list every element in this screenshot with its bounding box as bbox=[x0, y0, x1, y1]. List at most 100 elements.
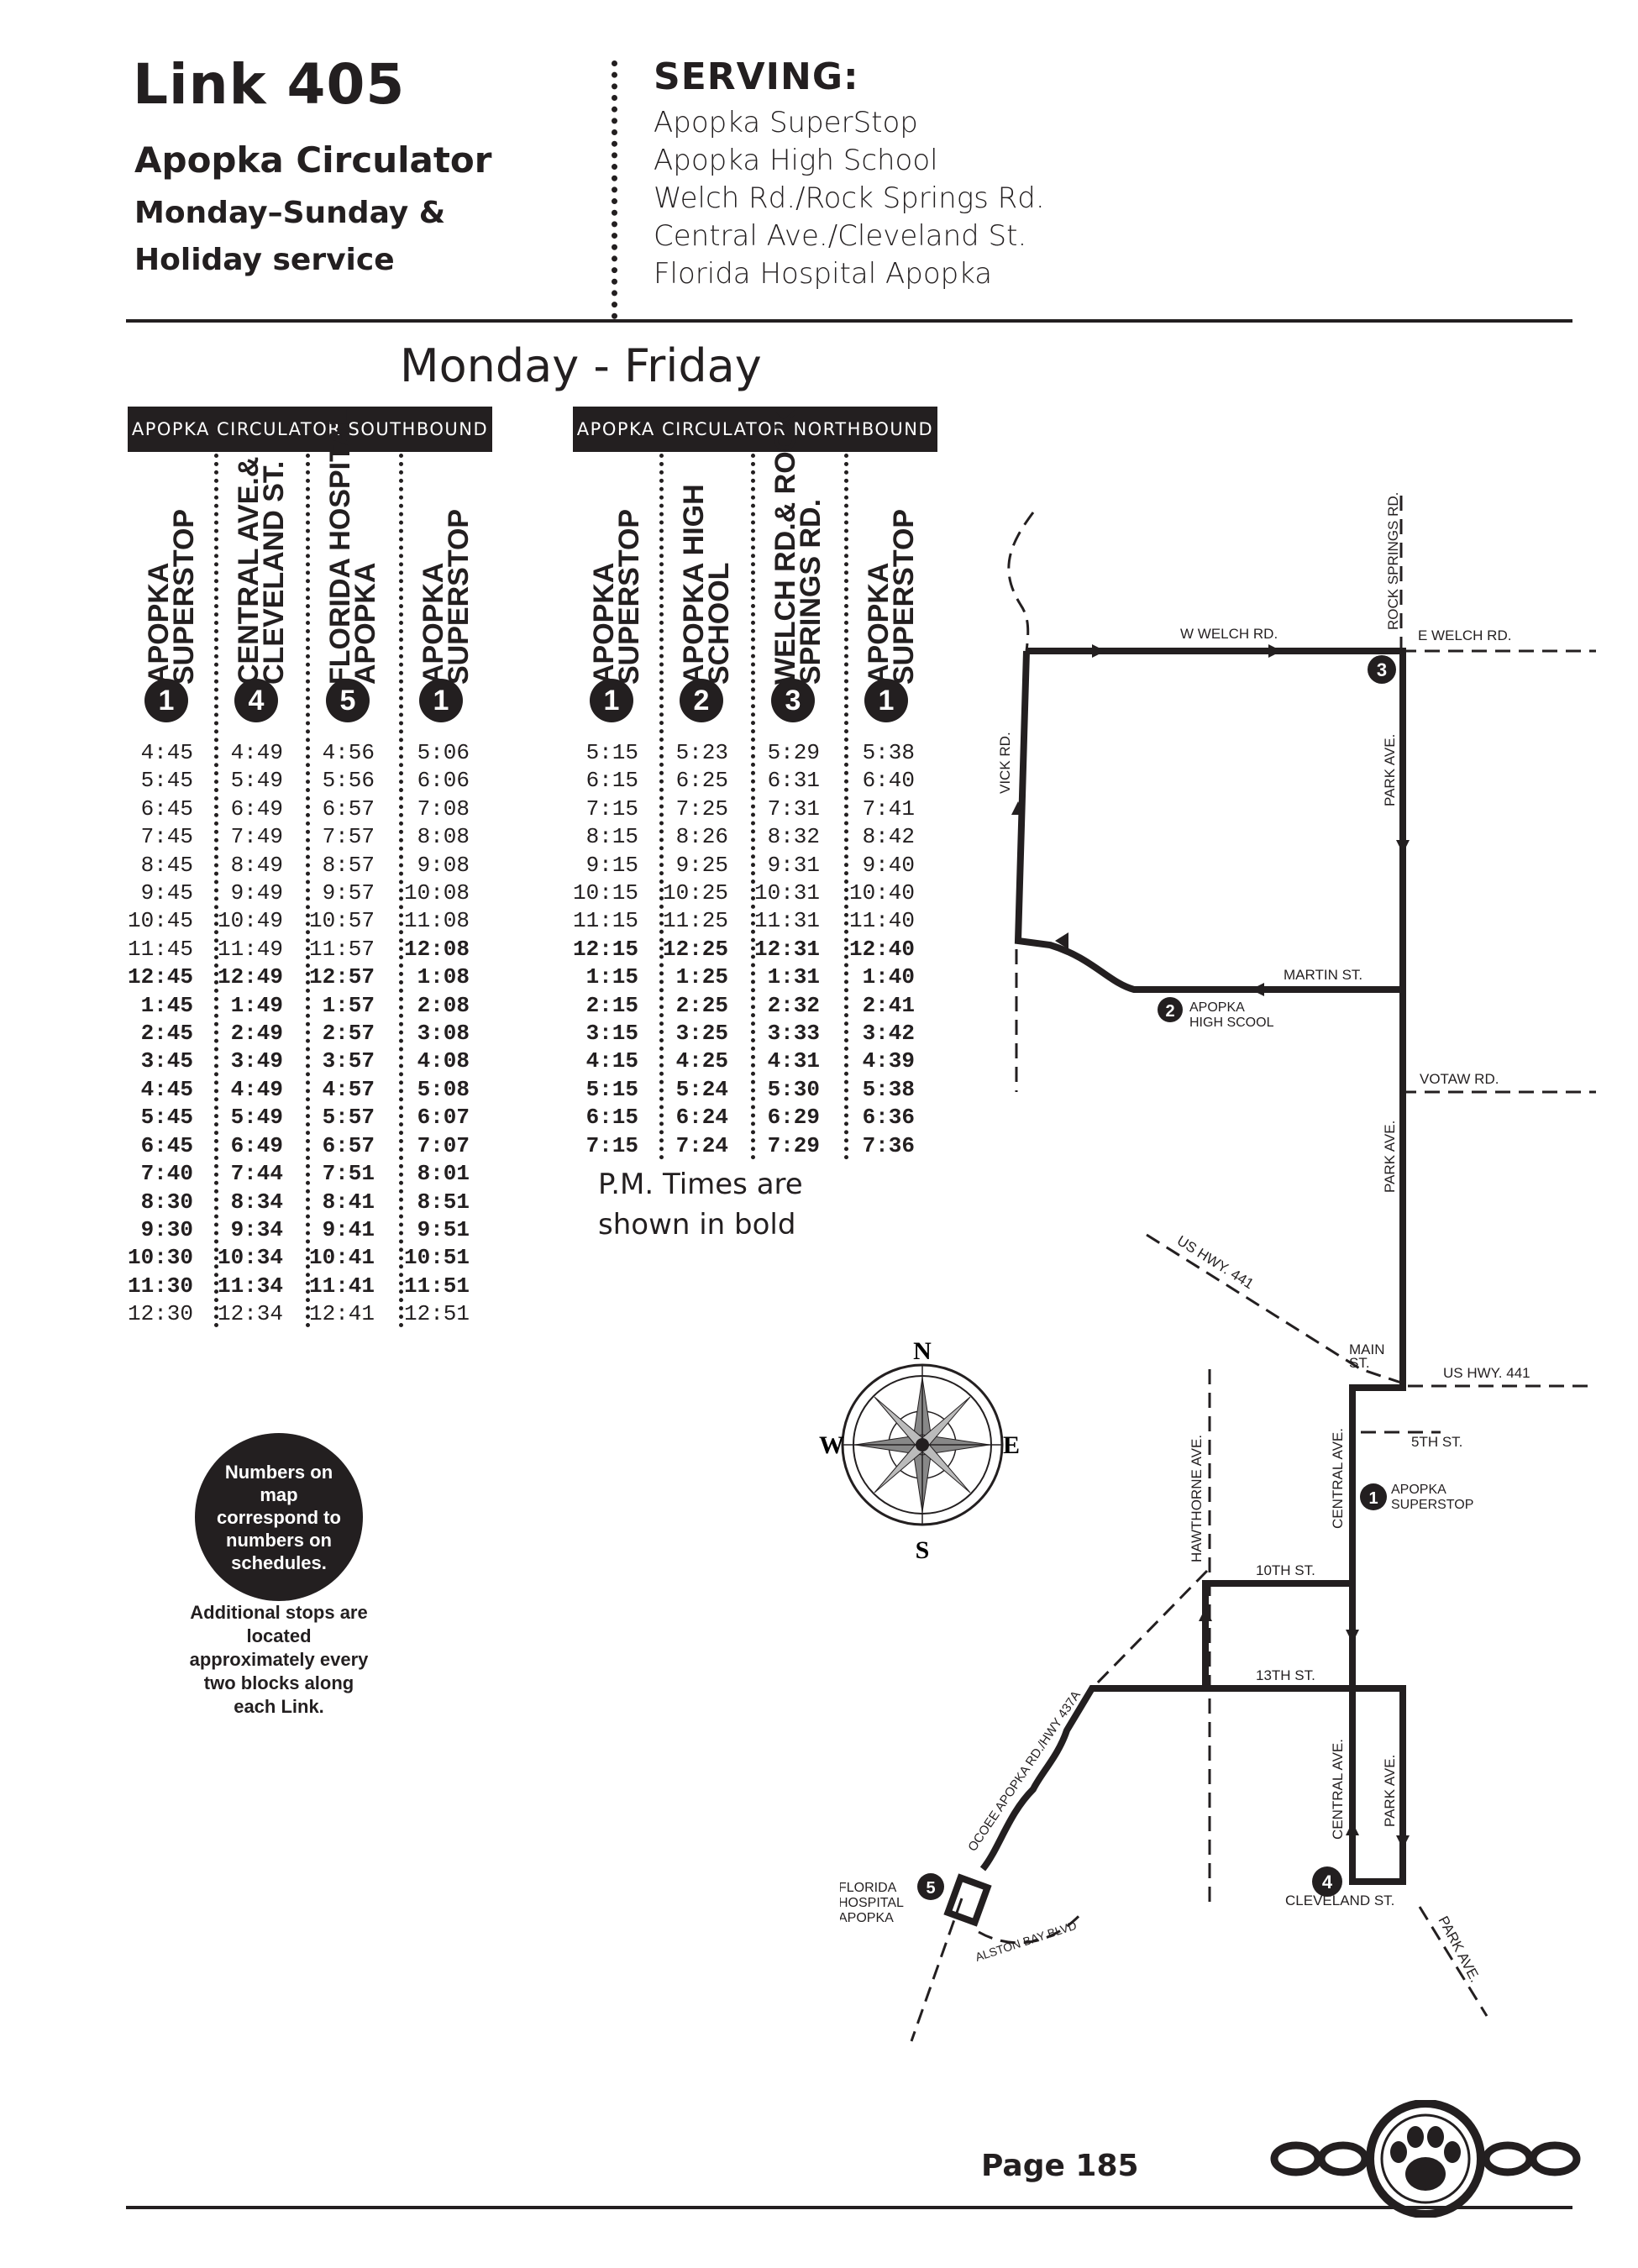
time-cell: 2:57 bbox=[322, 1021, 375, 1047]
time-cell: 6:31 bbox=[767, 768, 820, 794]
stop-marker-2: 2 bbox=[1158, 997, 1183, 1022]
time-cell: 7:51 bbox=[322, 1161, 375, 1187]
legend-circle: Numbers on map correspond to numbers on … bbox=[195, 1433, 363, 1601]
street-main: MAIN bbox=[1349, 1341, 1385, 1357]
time-cell: 7:29 bbox=[767, 1132, 820, 1158]
time-cell: 9:41 bbox=[322, 1216, 375, 1242]
time-cell: 6:06 bbox=[417, 768, 470, 794]
time-cell: 7:15 bbox=[585, 1132, 638, 1158]
time-cell: 7:57 bbox=[322, 824, 375, 850]
time-cell: 10:08 bbox=[403, 880, 470, 906]
time-cell: 8:42 bbox=[862, 824, 915, 850]
stop-number-badge: 1 bbox=[419, 679, 463, 722]
time-cell: 10:31 bbox=[754, 880, 821, 906]
svg-text:3: 3 bbox=[1377, 659, 1387, 680]
svg-text:5: 5 bbox=[926, 1879, 935, 1898]
street-alston: ALSTON BAY BLVD bbox=[974, 1919, 1079, 1964]
street-martin: MARTIN ST. bbox=[1284, 967, 1362, 983]
time-cell: 5:08 bbox=[417, 1076, 470, 1102]
time-cell: 1:08 bbox=[417, 964, 470, 990]
time-cell: 12:08 bbox=[403, 936, 470, 962]
street-hawthorne: HAWTHORNE AVE. bbox=[1189, 1435, 1205, 1562]
time-cell: 5:56 bbox=[322, 768, 375, 794]
time-cell: 5:15 bbox=[585, 740, 638, 765]
street-rock-springs: ROCK SPRINGS RD. bbox=[1385, 492, 1401, 630]
serving-item: Welch Rd./Rock Springs Rd. bbox=[654, 181, 1045, 215]
time-cell: 8:32 bbox=[767, 824, 820, 850]
compass-e: E bbox=[1003, 1431, 1020, 1459]
time-cell: 6:25 bbox=[675, 768, 728, 794]
time-cell: 4:45 bbox=[140, 740, 193, 765]
time-cell: 1:25 bbox=[675, 964, 728, 990]
time-cell: 1:40 bbox=[862, 964, 915, 990]
time-cell: 8:08 bbox=[417, 824, 470, 850]
time-cell: 11:45 bbox=[128, 936, 194, 962]
time-cell: 8:01 bbox=[417, 1161, 470, 1187]
time-cell: 7:31 bbox=[767, 795, 820, 822]
stop-5-label: FLORIDA bbox=[840, 1881, 897, 1895]
time-cell: 5:49 bbox=[230, 1105, 283, 1131]
time-cell: 11:51 bbox=[403, 1273, 470, 1299]
stop-5-label-line2: HOSPITAL bbox=[840, 1896, 904, 1910]
time-cell: 7:44 bbox=[230, 1161, 283, 1187]
stop-5-label-line3: APOPKA bbox=[840, 1911, 894, 1925]
stop-2-label: APOPKA bbox=[1189, 1000, 1245, 1015]
time-cell: 6:57 bbox=[322, 1132, 375, 1158]
time-cell: 4:57 bbox=[322, 1076, 375, 1102]
header-rule bbox=[126, 319, 1572, 323]
stop-column-label: CENTRAL AVE.&CLEVELAND ST. bbox=[233, 456, 290, 685]
time-cell: 1:49 bbox=[230, 992, 283, 1018]
time-cell: 3:25 bbox=[675, 1021, 728, 1047]
time-cell: 5:45 bbox=[140, 768, 193, 794]
time-cell: 11:49 bbox=[218, 936, 284, 962]
time-cell: 6:45 bbox=[140, 1132, 193, 1158]
street-thirteenth: 13TH ST. bbox=[1256, 1667, 1315, 1683]
stop-marker-1: 1 bbox=[1360, 1483, 1387, 1510]
street-central: CENTRAL AVE. bbox=[1330, 1739, 1346, 1840]
time-cell: 12:34 bbox=[218, 1301, 284, 1327]
compass-w: W bbox=[819, 1431, 844, 1459]
svg-text:2: 2 bbox=[1165, 1002, 1174, 1021]
time-cell: 6:15 bbox=[585, 768, 638, 794]
stop-number-badge: 1 bbox=[144, 679, 188, 722]
time-cell: 9:08 bbox=[417, 852, 470, 878]
time-cell: 2:15 bbox=[585, 992, 638, 1018]
time-cell: 1:15 bbox=[585, 964, 638, 990]
street-us441-diag: US HWY. 441 bbox=[1174, 1232, 1257, 1292]
time-cell: 2:41 bbox=[862, 992, 915, 1018]
page-number: Page 185 bbox=[981, 2149, 1139, 2183]
time-cell: 5:38 bbox=[862, 740, 915, 765]
serving-list: Apopka SuperStop Apopka High School Welc… bbox=[654, 104, 1045, 293]
time-cell: 6:24 bbox=[675, 1105, 728, 1131]
time-cell: 5:29 bbox=[767, 740, 820, 765]
time-cell: 3:33 bbox=[767, 1021, 820, 1047]
time-cell: 8:41 bbox=[322, 1189, 375, 1215]
time-cell: 10:49 bbox=[218, 908, 284, 934]
route-name: Apopka Circulator bbox=[134, 139, 492, 181]
time-cell: 2:32 bbox=[767, 992, 820, 1018]
time-cell: 5:23 bbox=[675, 740, 728, 765]
time-cell: 11:31 bbox=[754, 908, 821, 934]
time-cell: 6:45 bbox=[140, 795, 193, 822]
time-cell: 6:36 bbox=[862, 1105, 915, 1131]
header-divider bbox=[612, 60, 617, 319]
stop-1-label-line2: SUPERSTOP bbox=[1391, 1498, 1473, 1512]
time-cell: 10:57 bbox=[309, 908, 375, 934]
time-cell: 10:45 bbox=[128, 908, 194, 934]
time-cell: 11:30 bbox=[128, 1273, 194, 1299]
time-cell: 7:24 bbox=[675, 1132, 728, 1158]
time-cell: 5:06 bbox=[417, 740, 470, 765]
time-cell: 12:41 bbox=[309, 1301, 375, 1327]
time-cell: 2:08 bbox=[417, 992, 470, 1018]
